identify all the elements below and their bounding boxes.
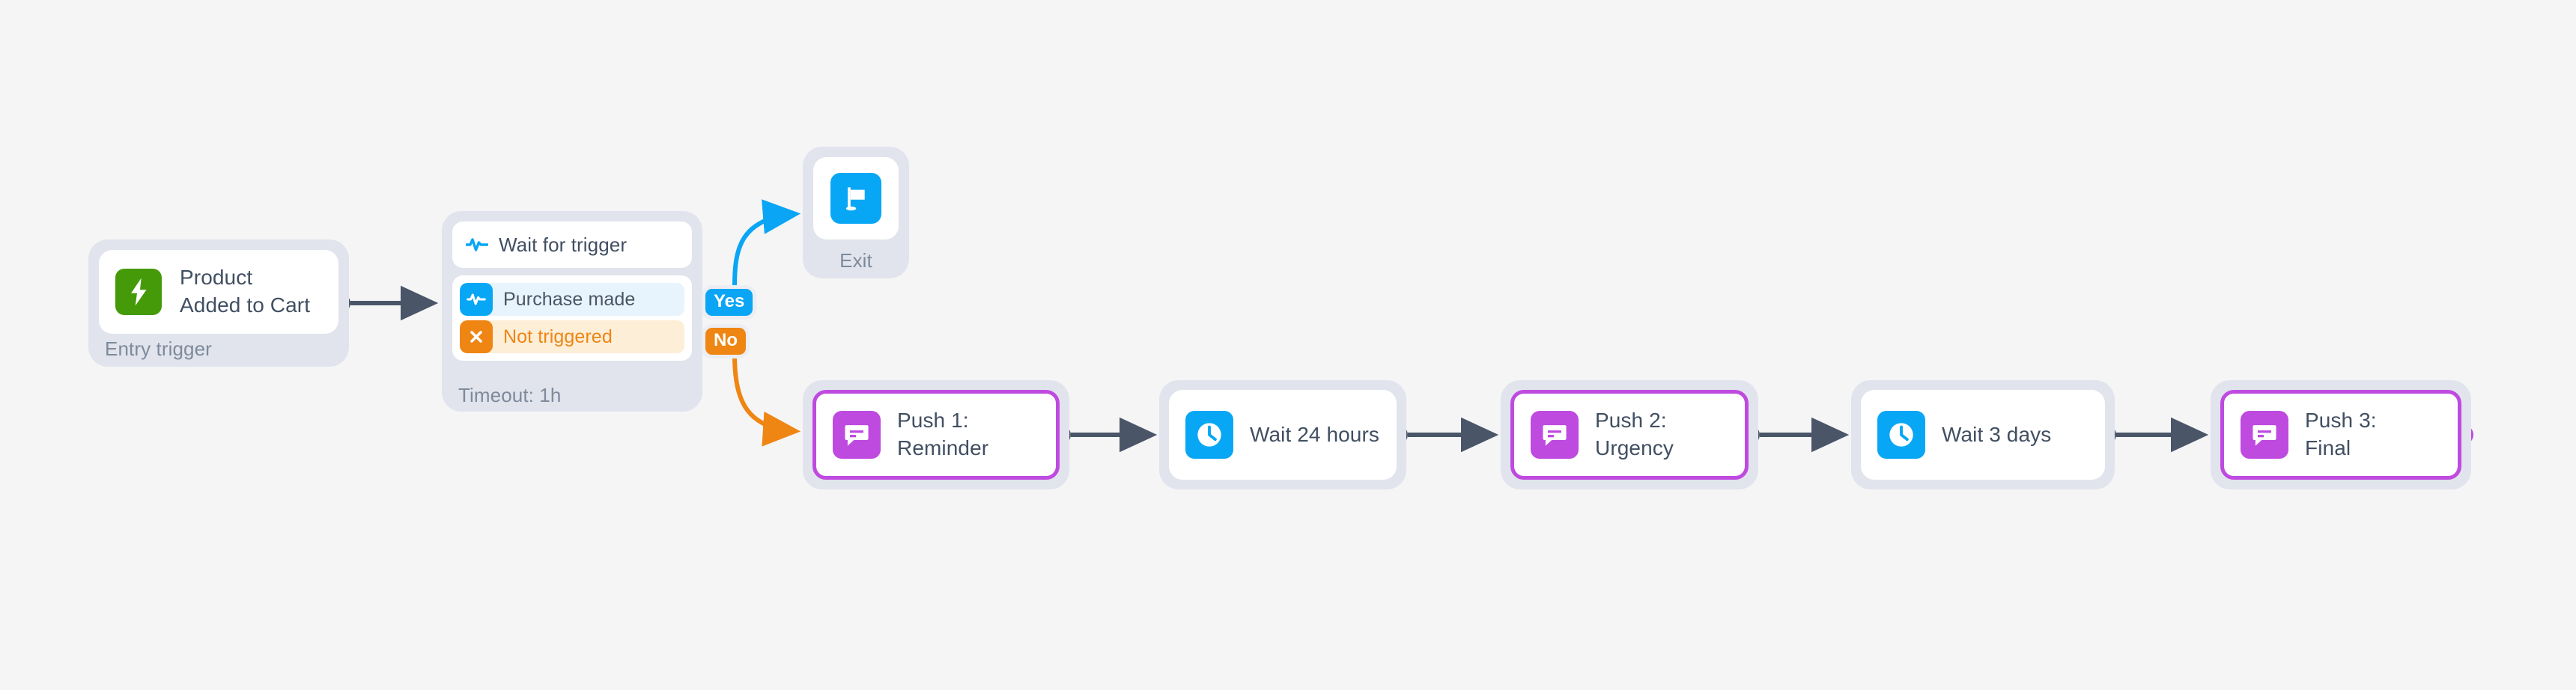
condition-row-not-triggered[interactable]: Not triggered (460, 320, 684, 353)
lightning-bolt-icon (115, 269, 162, 315)
node-entry-trigger[interactable]: Product Added to Cart Entry trigger (88, 239, 349, 367)
branch-badge-no[interactable]: No (705, 328, 746, 355)
wait-for-trigger-conditions: Purchase made Not triggered (452, 275, 692, 361)
edge-yes-to-exit (732, 199, 801, 287)
node-exit[interactable]: Exit (803, 147, 909, 278)
wait-for-trigger-label: Wait for trigger (499, 233, 628, 256)
clock-icon (1185, 411, 1233, 459)
exit-caption: Exit (839, 249, 872, 272)
push-1-card[interactable]: Push 1: Reminder (812, 390, 1060, 480)
clock-icon (1877, 411, 1925, 459)
activity-pulse-icon (466, 236, 488, 254)
wait-3-days-label: Wait 3 days (1942, 422, 2052, 446)
condition-label-purchase-made: Purchase made (503, 288, 636, 310)
entry-trigger-label: Product Added to Cart (180, 266, 311, 317)
push-3-card[interactable]: Push 3: Final (2220, 390, 2461, 480)
wait-for-trigger-header[interactable]: Wait for trigger (452, 222, 692, 268)
push-3-label: Push 3: Final (2305, 409, 2377, 460)
message-bubble-icon (2241, 411, 2288, 459)
node-wait-for-trigger[interactable]: Wait for trigger Purchase made Not trigg… (442, 211, 702, 412)
wait-24-hours-label: Wait 24 hours (1250, 422, 1380, 446)
push-2-label: Push 2: Urgency (1595, 409, 1674, 460)
node-wait-3-days[interactable]: Wait 3 days (1851, 380, 2115, 489)
push-1-label: Push 1: Reminder (897, 409, 989, 460)
condition-label-not-triggered: Not triggered (503, 326, 613, 347)
message-bubble-icon (833, 411, 881, 459)
exit-card[interactable] (813, 157, 899, 239)
message-bubble-icon (1531, 411, 1579, 459)
branch-badge-yes[interactable]: Yes (705, 289, 753, 316)
node-push-2[interactable]: Push 2: Urgency (1501, 380, 1758, 489)
entry-trigger-card[interactable]: Product Added to Cart (99, 250, 338, 334)
edge-no-to-push1 (732, 354, 801, 447)
wait-24-hours-card[interactable]: Wait 24 hours (1169, 390, 1397, 480)
condition-row-purchase-made[interactable]: Purchase made (460, 283, 684, 316)
wait-for-trigger-caption: Timeout: 1h (458, 384, 562, 406)
close-x-icon (460, 320, 493, 353)
wait-3-days-card[interactable]: Wait 3 days (1861, 390, 2105, 480)
activity-pulse-icon (460, 283, 493, 316)
node-push-1[interactable]: Push 1: Reminder (803, 380, 1069, 489)
node-push-3[interactable]: Push 3: Final (2211, 380, 2471, 489)
node-wait-24-hours[interactable]: Wait 24 hours (1159, 380, 1406, 489)
entry-trigger-caption: Entry trigger (105, 338, 212, 360)
push-2-card[interactable]: Push 2: Urgency (1510, 390, 1749, 480)
flag-icon (830, 173, 881, 224)
